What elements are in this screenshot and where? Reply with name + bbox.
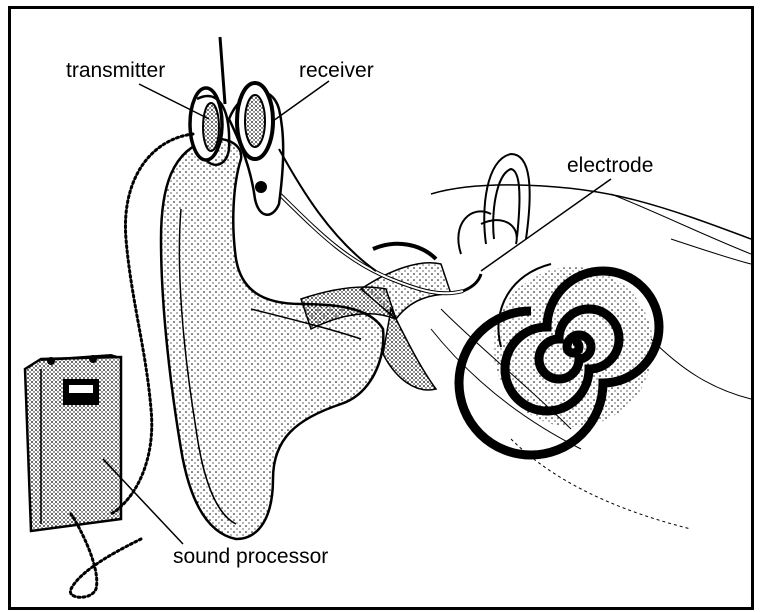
transmitter-label: transmitter <box>66 59 165 83</box>
receiver-body <box>229 83 376 271</box>
sound-processor-label: sound processor <box>173 545 328 569</box>
sound-processor-device <box>25 354 121 531</box>
electrode-label: electrode <box>567 154 653 178</box>
diagram-frame: transmitter receiver electrode sound pro… <box>8 6 754 610</box>
receiver-label: receiver <box>299 59 374 83</box>
cochlea <box>459 264 659 455</box>
cochlear-implant-illustration <box>11 9 751 607</box>
semicircular-canals <box>458 154 529 254</box>
electrode-wire <box>269 184 481 293</box>
